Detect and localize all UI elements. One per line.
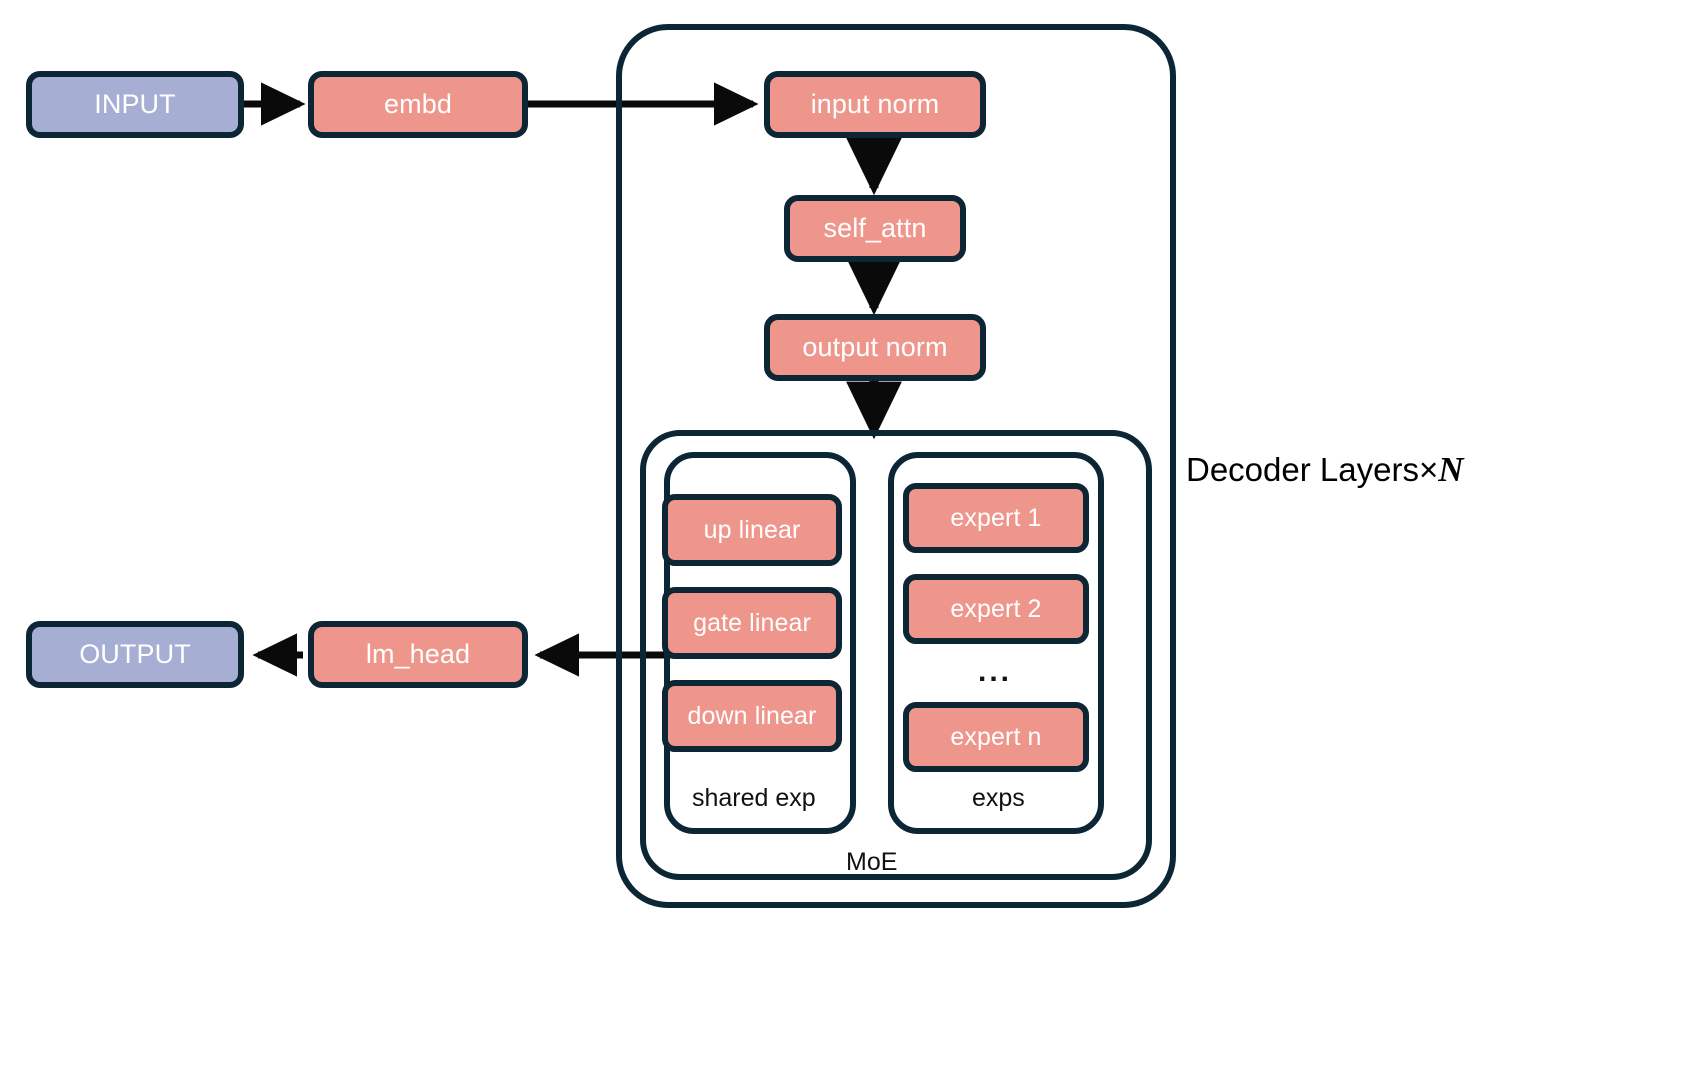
node-output[interactable]: OUTPUT [26,621,244,688]
node-output-norm[interactable]: output norm [764,314,986,381]
decoder-layers-n: N [1438,450,1464,489]
moe-group [640,430,1152,880]
node-lm-head[interactable]: lm_head [308,621,528,688]
moe-label: MoE [846,848,898,876]
decoder-layers-count-label: Decoder Layers×N [1186,450,1464,490]
exps-label: exps [972,784,1025,812]
shared-exp-label: shared exp [692,784,816,812]
experts-ellipsis: ... [978,655,1013,688]
node-down-linear[interactable]: down linear [662,680,842,752]
node-expert-1[interactable]: expert 1 [903,483,1089,553]
node-up-linear[interactable]: up linear [662,494,842,566]
node-self-attn[interactable]: self_attn [784,195,966,262]
node-gate-linear[interactable]: gate linear [662,587,842,659]
node-input-norm[interactable]: input norm [764,71,986,138]
node-input[interactable]: INPUT [26,71,244,138]
decoder-layers-text: Decoder Layers× [1186,451,1439,488]
exps-group [888,452,1104,834]
node-expert-n[interactable]: expert n [903,702,1089,772]
decoder-layers-group [616,24,1176,908]
node-expert-2[interactable]: expert 2 [903,574,1089,644]
node-embd[interactable]: embd [308,71,528,138]
